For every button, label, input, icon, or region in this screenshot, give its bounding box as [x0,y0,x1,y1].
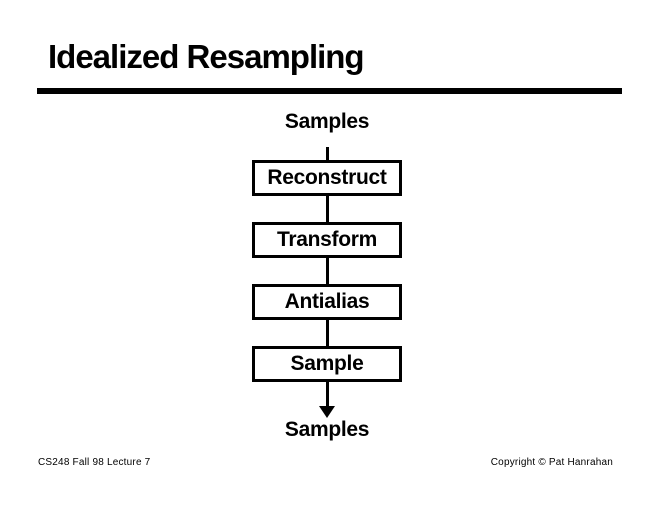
stage-box-transform: Transform [252,222,402,258]
stage-label-transform: Transform [277,228,377,251]
stage-label-reconstruct: Reconstruct [267,166,387,189]
connector-line [325,147,329,160]
resampling-flow-diagram: Samples Reconstruct Transform Antialias … [252,110,402,442]
connector-line [325,320,329,346]
output-samples-label: Samples [284,418,370,441]
arrowhead-down-icon [319,406,335,418]
arrow-shaft [325,382,329,406]
footer-course-info: CS248 Fall 98 Lecture 7 [38,457,151,468]
stage-label-antialias: Antialias [284,290,370,313]
stage-box-sample: Sample [252,346,402,382]
stage-box-reconstruct: Reconstruct [252,160,402,196]
stage-box-antialias: Antialias [252,284,402,320]
stage-label-sample: Sample [290,352,364,375]
footer-copyright: Copyright © Pat Hanrahan [490,457,613,468]
connector-line [325,196,329,222]
input-samples-label: Samples [284,110,370,133]
flow-arrow [319,382,335,418]
connector-line [325,258,329,284]
page-title: Idealized Resampling [48,38,365,75]
title-underline [37,88,622,94]
